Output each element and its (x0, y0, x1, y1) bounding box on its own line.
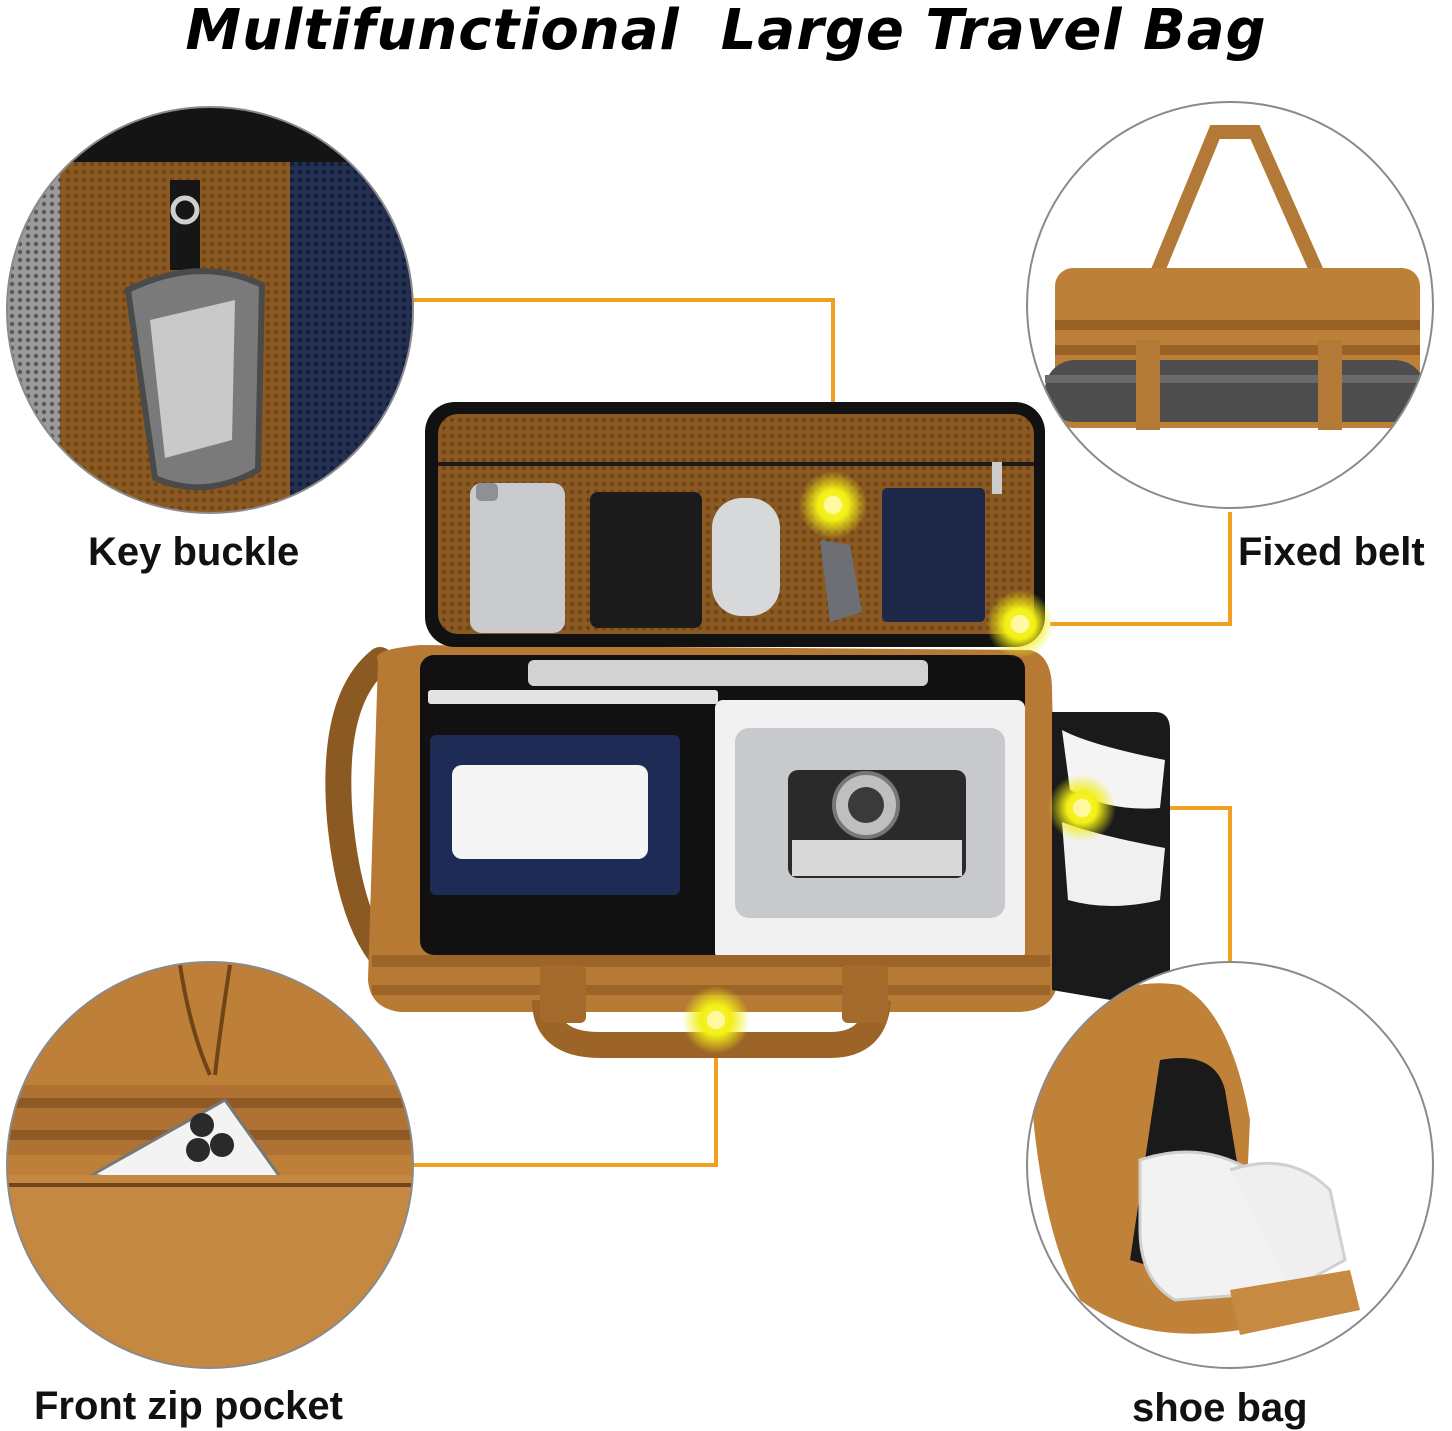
shoe-bag-detail (1027, 962, 1433, 1368)
hotspot-markers (682, 471, 1116, 1054)
key-buckle-detail (7, 107, 413, 513)
key-buckle-label: Key buckle (88, 530, 300, 574)
fixed-belt-circle (1026, 101, 1434, 509)
shoe-bag-label: shoe bag (1132, 1386, 1308, 1430)
fixed-belt-label: Fixed belt (1238, 530, 1425, 574)
page-title: Multifunctional Large Travel Bag (185, 0, 1267, 63)
shoe-bag-circle (1026, 961, 1434, 1369)
main-bag-image (325, 402, 1170, 1058)
front-zip-pocket-label: Front zip pocket (34, 1384, 343, 1428)
fixed-belt-detail (1027, 102, 1433, 508)
key-buckle-circle (6, 106, 414, 514)
front-zip-pocket-circle (6, 961, 414, 1369)
